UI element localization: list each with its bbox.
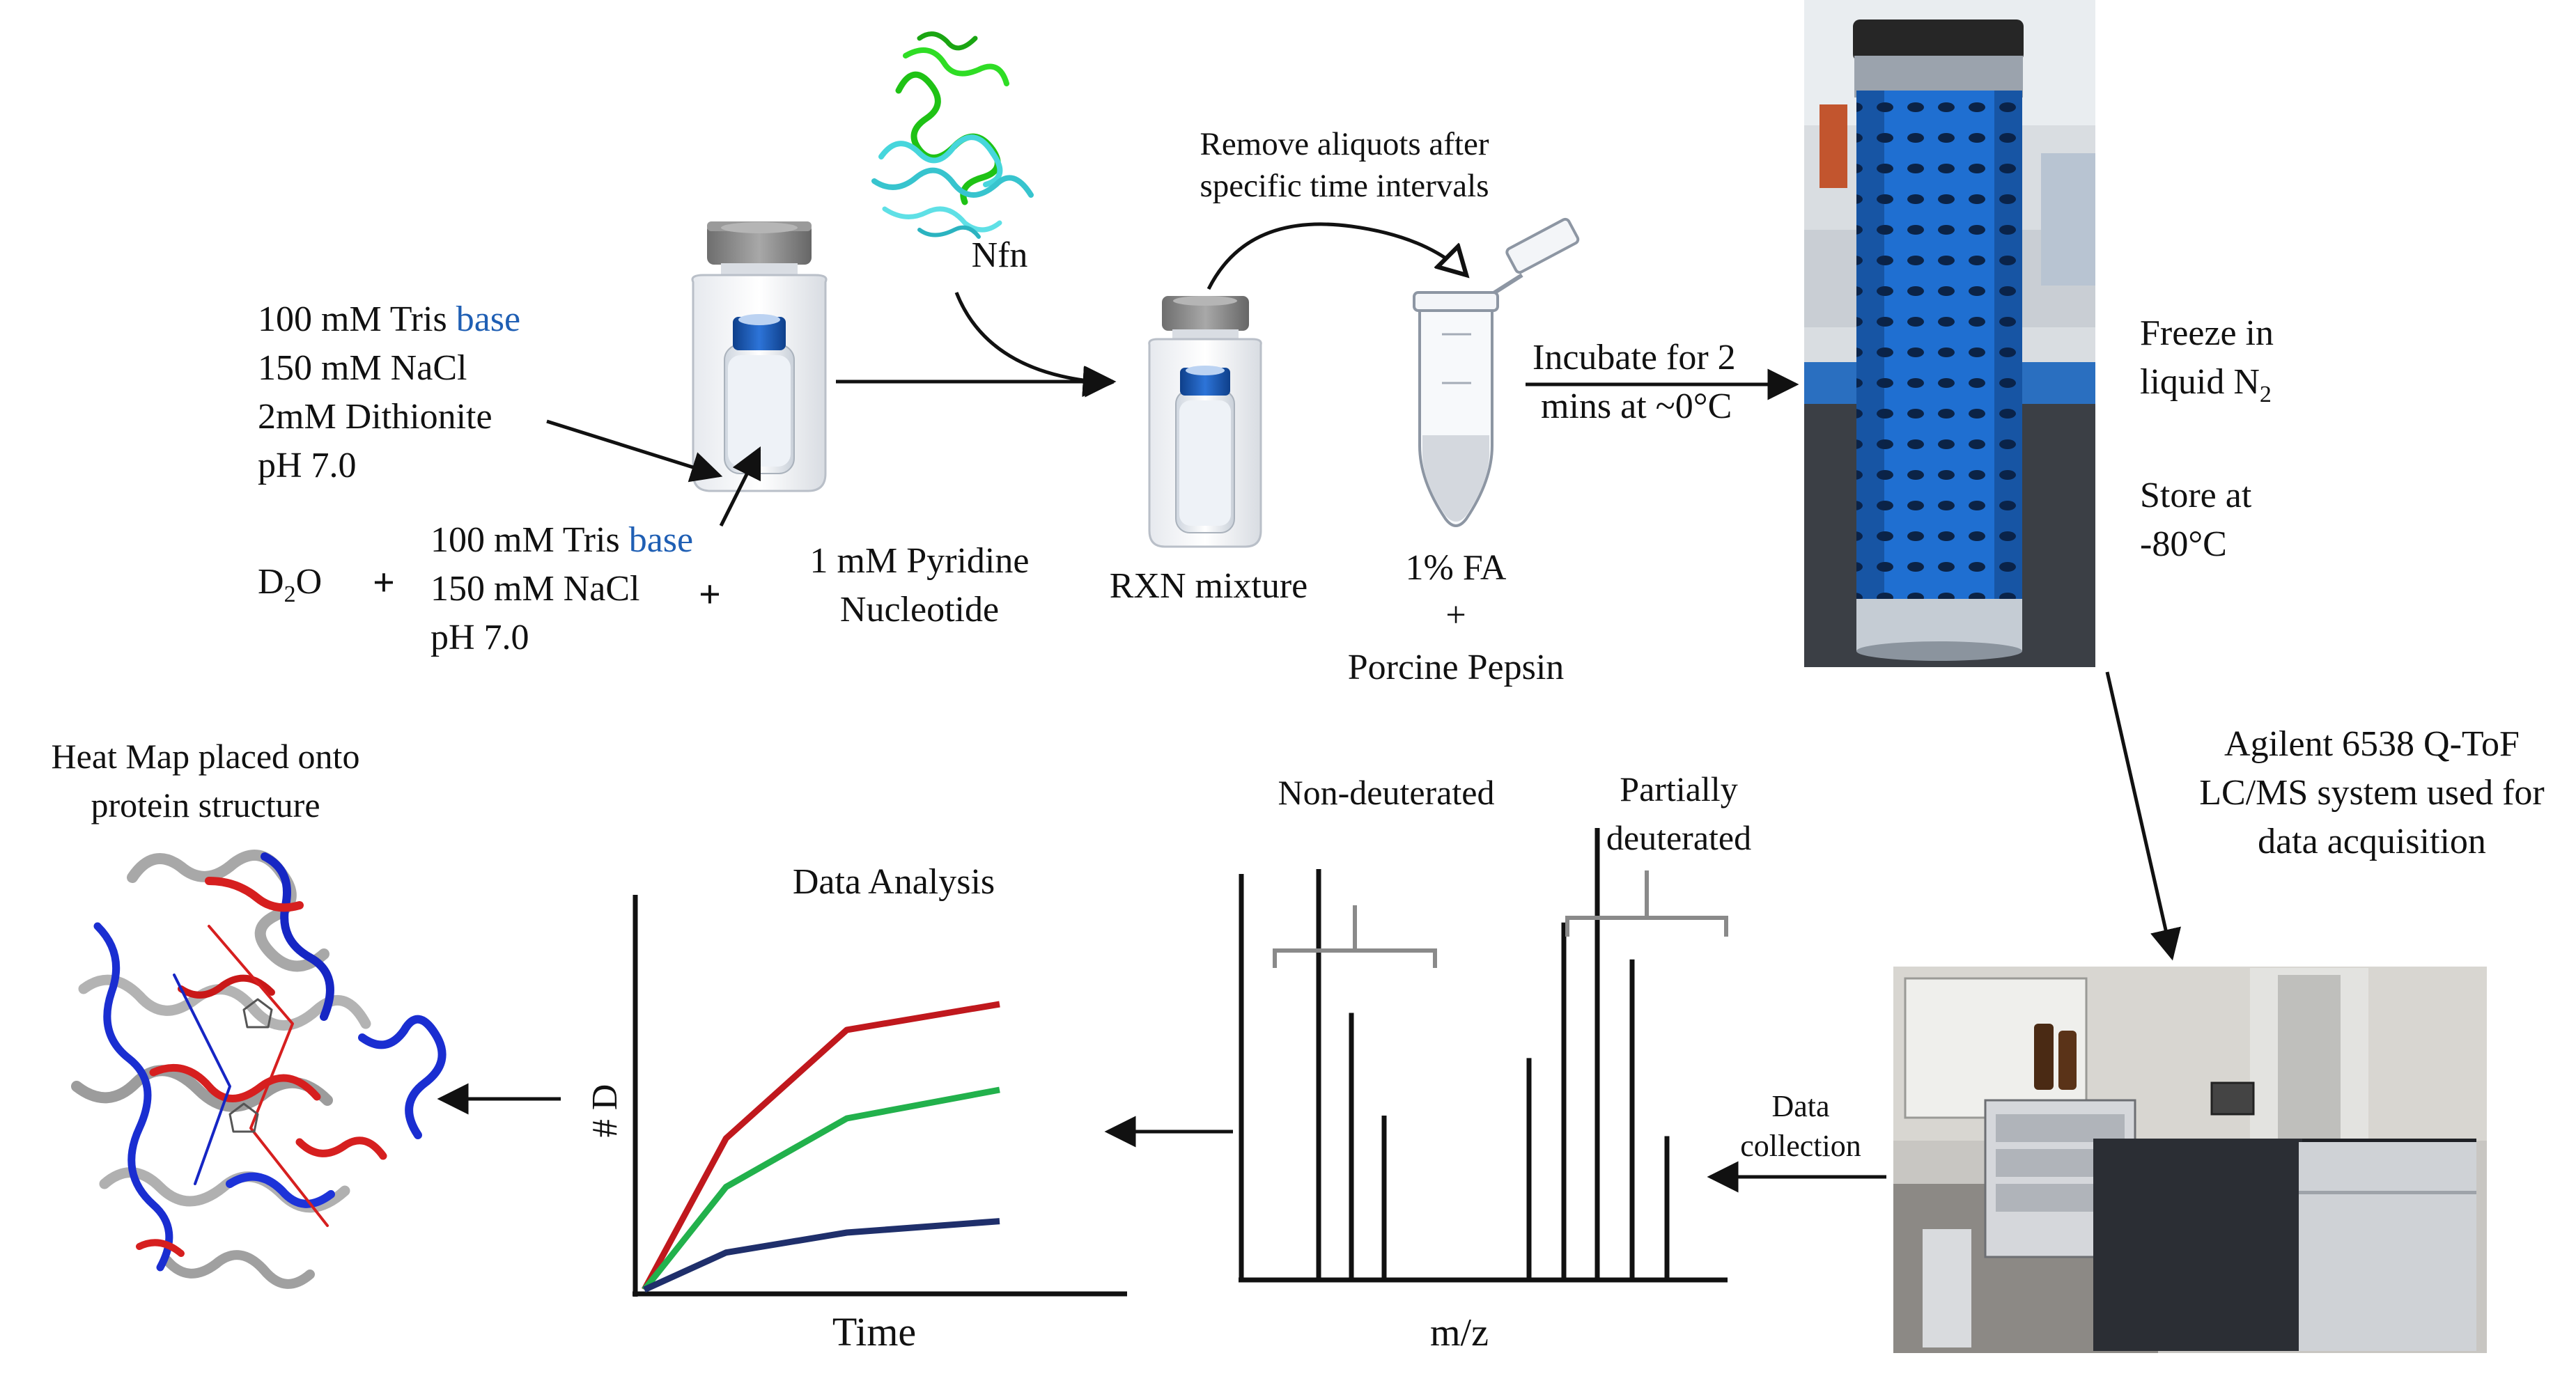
to-instrument-arrow: [2105, 671, 2181, 961]
pyridine-line1: 1 mM Pyridine: [810, 541, 1030, 581]
liquid-nitrogen-dewar-photo: [1804, 0, 2095, 667]
nfn-label: Nfn: [972, 235, 1028, 275]
eppendorf-tube-icon: [1413, 217, 1580, 527]
freeze-line1: Freeze in: [2140, 313, 2274, 353]
rxn-label: RXN mixture: [1110, 566, 1308, 606]
plus-sign-2: +: [699, 573, 721, 616]
incubate-line2: mins at ~0°C: [1541, 386, 1732, 426]
quench-line3: Porcine Pepsin: [1348, 648, 1565, 687]
store-line2: -80°C: [2140, 524, 2227, 564]
nfn-arrow: [954, 292, 1115, 398]
plus-sign-1: +: [373, 561, 395, 604]
analysis-title: Data Analysis: [793, 862, 995, 902]
heatmap-line2: protein structure: [91, 786, 320, 825]
instrument-line2: LC/MS system used for: [2199, 773, 2544, 813]
analysis-x-label: Time: [832, 1309, 916, 1354]
partially-deuterated-bracket: [1565, 870, 1728, 937]
buffer2-line2: 150 mM NaCl: [430, 569, 639, 609]
lcms-instrument-photo: [1893, 967, 2487, 1353]
instrument-line3: data acquisition: [2258, 822, 2486, 861]
non-deuterated-bracket: [1273, 905, 1437, 968]
buffer1-line2: 150 mM NaCl: [258, 348, 467, 388]
quench-line2: +: [1445, 595, 1466, 635]
uptake-series-line: [642, 1086, 1000, 1292]
pyridine-line2: Nucleotide: [840, 590, 999, 630]
freeze-line2: liquid N2: [2140, 362, 2272, 407]
heatmap-line1: Heat Map placed onto: [52, 737, 360, 776]
data-collection-line1: Data: [1771, 1089, 1829, 1123]
nfn-protein-structure-icon: [871, 31, 1034, 239]
mass-spectrum-chart: Non-deuterated Partially deuterated m/z: [1239, 769, 1751, 1354]
buffer2-arrow: [719, 446, 761, 527]
buffer1-line4: pH 7.0: [258, 446, 357, 485]
d2o-label: D2O: [258, 562, 322, 607]
instrument-line1: Agilent 6538 Q-ToF: [2224, 724, 2520, 764]
uptake-series-line: [642, 1001, 1000, 1292]
store-line1: Store at: [2140, 476, 2252, 515]
buffer1-arrow: [546, 419, 723, 483]
quench-line1: 1% FA: [1406, 548, 1507, 588]
spectrum-group2-label-line1: Partially: [1620, 769, 1737, 808]
analysis-y-label: # D: [585, 1084, 625, 1138]
aliquot-arrow: [1206, 222, 1466, 290]
uptake-series-line: [643, 1218, 1000, 1293]
rxn-vial-icon: [1148, 296, 1262, 548]
uptake-line-chart: Data Analysis # D Time: [585, 862, 1127, 1354]
buffer1-line1: 100 mM Tris base: [258, 299, 520, 339]
incubate-line1: Incubate for 2: [1533, 338, 1736, 377]
buffer1-line3: 2mM Dithionite: [258, 397, 492, 437]
spectrum-group1-label: Non-deuterated: [1278, 773, 1495, 812]
buffer2-line1: 100 mM Tris base: [430, 520, 693, 560]
aliquot-note-line1: Remove aliquots after: [1200, 126, 1489, 162]
spectrum-group2-label-line2: deuterated: [1606, 818, 1751, 857]
data-collection-line2: collection: [1740, 1129, 1861, 1163]
aliquot-note-line2: specific time intervals: [1200, 168, 1489, 204]
heatmap-protein-structure-icon: [71, 850, 447, 1289]
sample-vial-icon: [691, 221, 828, 492]
spectrum-x-label: m/z: [1430, 1311, 1489, 1354]
buffer2-line3: pH 7.0: [430, 618, 529, 657]
